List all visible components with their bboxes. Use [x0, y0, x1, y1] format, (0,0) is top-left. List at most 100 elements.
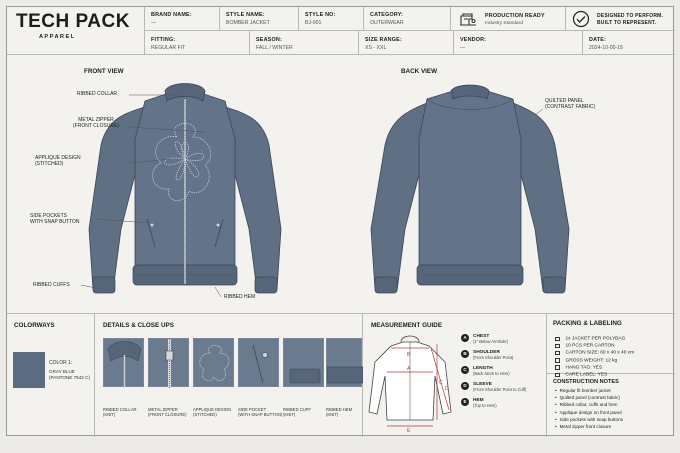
date-cell: DATE: 2024-10-00-15	[583, 31, 675, 55]
measurement-key-badge: E	[461, 398, 469, 406]
packing-item-text: 10 PCS PER CARTON	[565, 343, 615, 349]
style-no-cell: STYLE NO: BJ-001	[299, 7, 364, 31]
style-name-value: BOMBER JACKET	[226, 20, 270, 26]
callout-ribbed-collar: RIBBED COLLAR	[77, 91, 118, 97]
svg-text:C: C	[439, 380, 443, 386]
designed-cell: DESIGNED TO PERFORM. BUILT TO REPRESENT.	[566, 7, 675, 31]
packing-item-text: CARE LABEL: YES	[565, 372, 608, 378]
callout-lines	[80, 94, 544, 298]
production-title: PRODUCTION READY	[485, 13, 545, 19]
bullet-icon: •	[555, 402, 557, 408]
detail-thumb-applique	[193, 338, 234, 387]
style-name-cell: STYLE NAME: BOMBER JACKET	[220, 7, 299, 31]
checkbox-icon	[555, 365, 560, 370]
vendor-cell: VENDOR: —	[454, 31, 583, 55]
packing-item: CARTON SIZE: 60 x 40 x 40 cm	[555, 344, 634, 362]
measurement-desc: (Top to Hem)	[473, 403, 497, 408]
detail-thumb-zipper	[148, 338, 189, 388]
detail-thumb-pocket	[238, 338, 279, 387]
svg-text:B: B	[407, 352, 411, 358]
detail-caption-applique-l1: APPLIQUE DESIGN	[193, 407, 232, 412]
callout-applique-line1: APPLIQUE DESIGN	[35, 155, 81, 161]
category-value: OUTERWEAR	[370, 20, 404, 26]
colorways-title: COLORWAYS	[14, 322, 55, 329]
callout-metal-zipper-line2: (FRONT CLOSURE)	[73, 123, 120, 129]
detail-caption-pocket-l1: SIDE POCKET	[238, 407, 267, 412]
packing-item-text: HANG TAG: YES	[565, 365, 603, 371]
front-view-title: FRONT VIEW	[84, 68, 124, 75]
season-value: FALL / WINTER	[256, 45, 293, 51]
construction-item-text: Quilted panel (contrast fabric)	[559, 395, 620, 401]
construction-title: CONSTRUCTION NOTES	[553, 379, 619, 385]
construction-item: •Metal zipper front closure	[555, 424, 611, 429]
style-name-label: STYLE NAME:	[226, 12, 265, 18]
callout-quilted-line2: (CONTRAST FABRIC)	[545, 104, 596, 110]
detail-caption-collar: RIBBED COLLAR(KNIT)	[103, 407, 137, 417]
measurement-name: SLEEVE	[473, 382, 492, 387]
bullet-icon: •	[555, 395, 557, 401]
brand-name-cell: BRAND NAME: —	[145, 7, 220, 31]
fitting-label: FITTING:	[151, 37, 176, 43]
category-label: CATEGORY:	[370, 12, 404, 18]
detail-caption-applique-l2: (STITCHED)	[193, 412, 217, 417]
season-cell: SEASON: FALL / WINTER	[250, 31, 359, 55]
callout-ribbed-hem: RIBBED HEM	[224, 294, 256, 300]
color-line1: GRAY BLUE	[49, 369, 75, 374]
callout-metal-zipper-line1: METAL ZIPPER	[78, 117, 114, 123]
bullet-icon: •	[555, 424, 557, 429]
detail-caption-pocket: SIDE POCKET(WITH SNAP BUTTON)	[238, 407, 282, 417]
checkbox-icon	[555, 372, 560, 378]
svg-text:E: E	[407, 428, 411, 432]
packing-title: PACKING & LABELING	[553, 320, 622, 327]
brand-name-label: BRAND NAME:	[151, 12, 192, 18]
details-title: DETAILS & CLOSE UPS	[103, 322, 174, 329]
fitting-cell: FITTING: REGULAR FIT	[145, 31, 250, 55]
logo-block: TECH PACK A P P A R E L	[7, 7, 145, 55]
check-circle-icon	[572, 10, 590, 28]
measurement-desc: (From Shoulder Point to Cuff)	[473, 387, 527, 392]
detail-caption-pocket-l2: (WITH SNAP BUTTON)	[238, 412, 283, 417]
detail-caption-zipper-l1: METAL ZIPPER	[148, 407, 178, 412]
construction-item-text: Side pockets with snap buttons	[559, 416, 623, 422]
packing-panel: PACKING & LABELING 1x JACKET PER POLYBAG…	[547, 314, 675, 378]
measurement-name: LENGTH	[473, 366, 493, 371]
size-range-label: SIZE RANGE:	[365, 37, 402, 43]
measurement-diagram: A B C D E	[368, 335, 452, 432]
construction-item-text: Ribbed collar, cuffs and hem	[559, 402, 618, 408]
checkbox-icon	[555, 336, 560, 342]
detail-caption-cuff-l1: RIBBED CUFF	[283, 407, 311, 412]
style-no-value: BJ-001	[305, 20, 322, 26]
measurement-key-badge: A	[461, 334, 469, 342]
details-panel: DETAILS & CLOSE UPS RIBBED COLLAR(KNIT) …	[95, 314, 364, 437]
brand-sub: A P P A R E L	[39, 34, 75, 40]
detail-caption-zipper: METAL ZIPPER(FRONT CLOSURE)	[148, 407, 187, 417]
date-value: 2024-10-00-15	[589, 45, 624, 51]
style-no-label: STYLE NO:	[305, 12, 336, 18]
season-label: SEASON:	[256, 37, 282, 43]
vendor-label: VENDOR:	[460, 37, 487, 43]
measurement-key-badge: D	[461, 382, 469, 390]
measurement-key-badge: C	[461, 366, 469, 374]
svg-text:D: D	[445, 386, 449, 392]
callout-ribbed-cuffs: RIBBED CUFFS	[33, 282, 70, 288]
callout-quilted-line1: QUILTED PANEL	[545, 98, 584, 104]
back-view-title: BACK VIEW	[401, 68, 438, 75]
brand-name-value: —	[151, 20, 157, 26]
bullet-icon: •	[555, 409, 557, 415]
measurement-name: HEM	[473, 398, 484, 403]
packing-item: HANG TAG: YES	[555, 359, 602, 377]
callout-metal-zipper: METAL ZIPPER (FRONT CLOSURE)	[73, 117, 119, 129]
designed-line1: DESIGNED TO PERFORM.	[597, 13, 664, 19]
construction-item: •Regular fit bomber jacket	[555, 388, 611, 393]
size-range-value: XS - XXL	[365, 45, 387, 51]
bullet-icon: •	[555, 388, 557, 393]
construction-item-text: Metal zipper front closure	[559, 424, 612, 429]
production-sub: Industry Standard	[485, 21, 523, 26]
measurement-key-badge: B	[461, 350, 469, 358]
construction-item: •Side pockets with snap buttons	[555, 417, 623, 422]
packing-item-text: GROSS WEIGHT: 12 kg	[565, 357, 618, 363]
detail-caption-cuff: RIBBED CUFF(KNIT)	[283, 407, 311, 417]
bottom-divider	[7, 313, 675, 314]
packing-item: 10 PCS PER CARTON	[555, 337, 615, 355]
